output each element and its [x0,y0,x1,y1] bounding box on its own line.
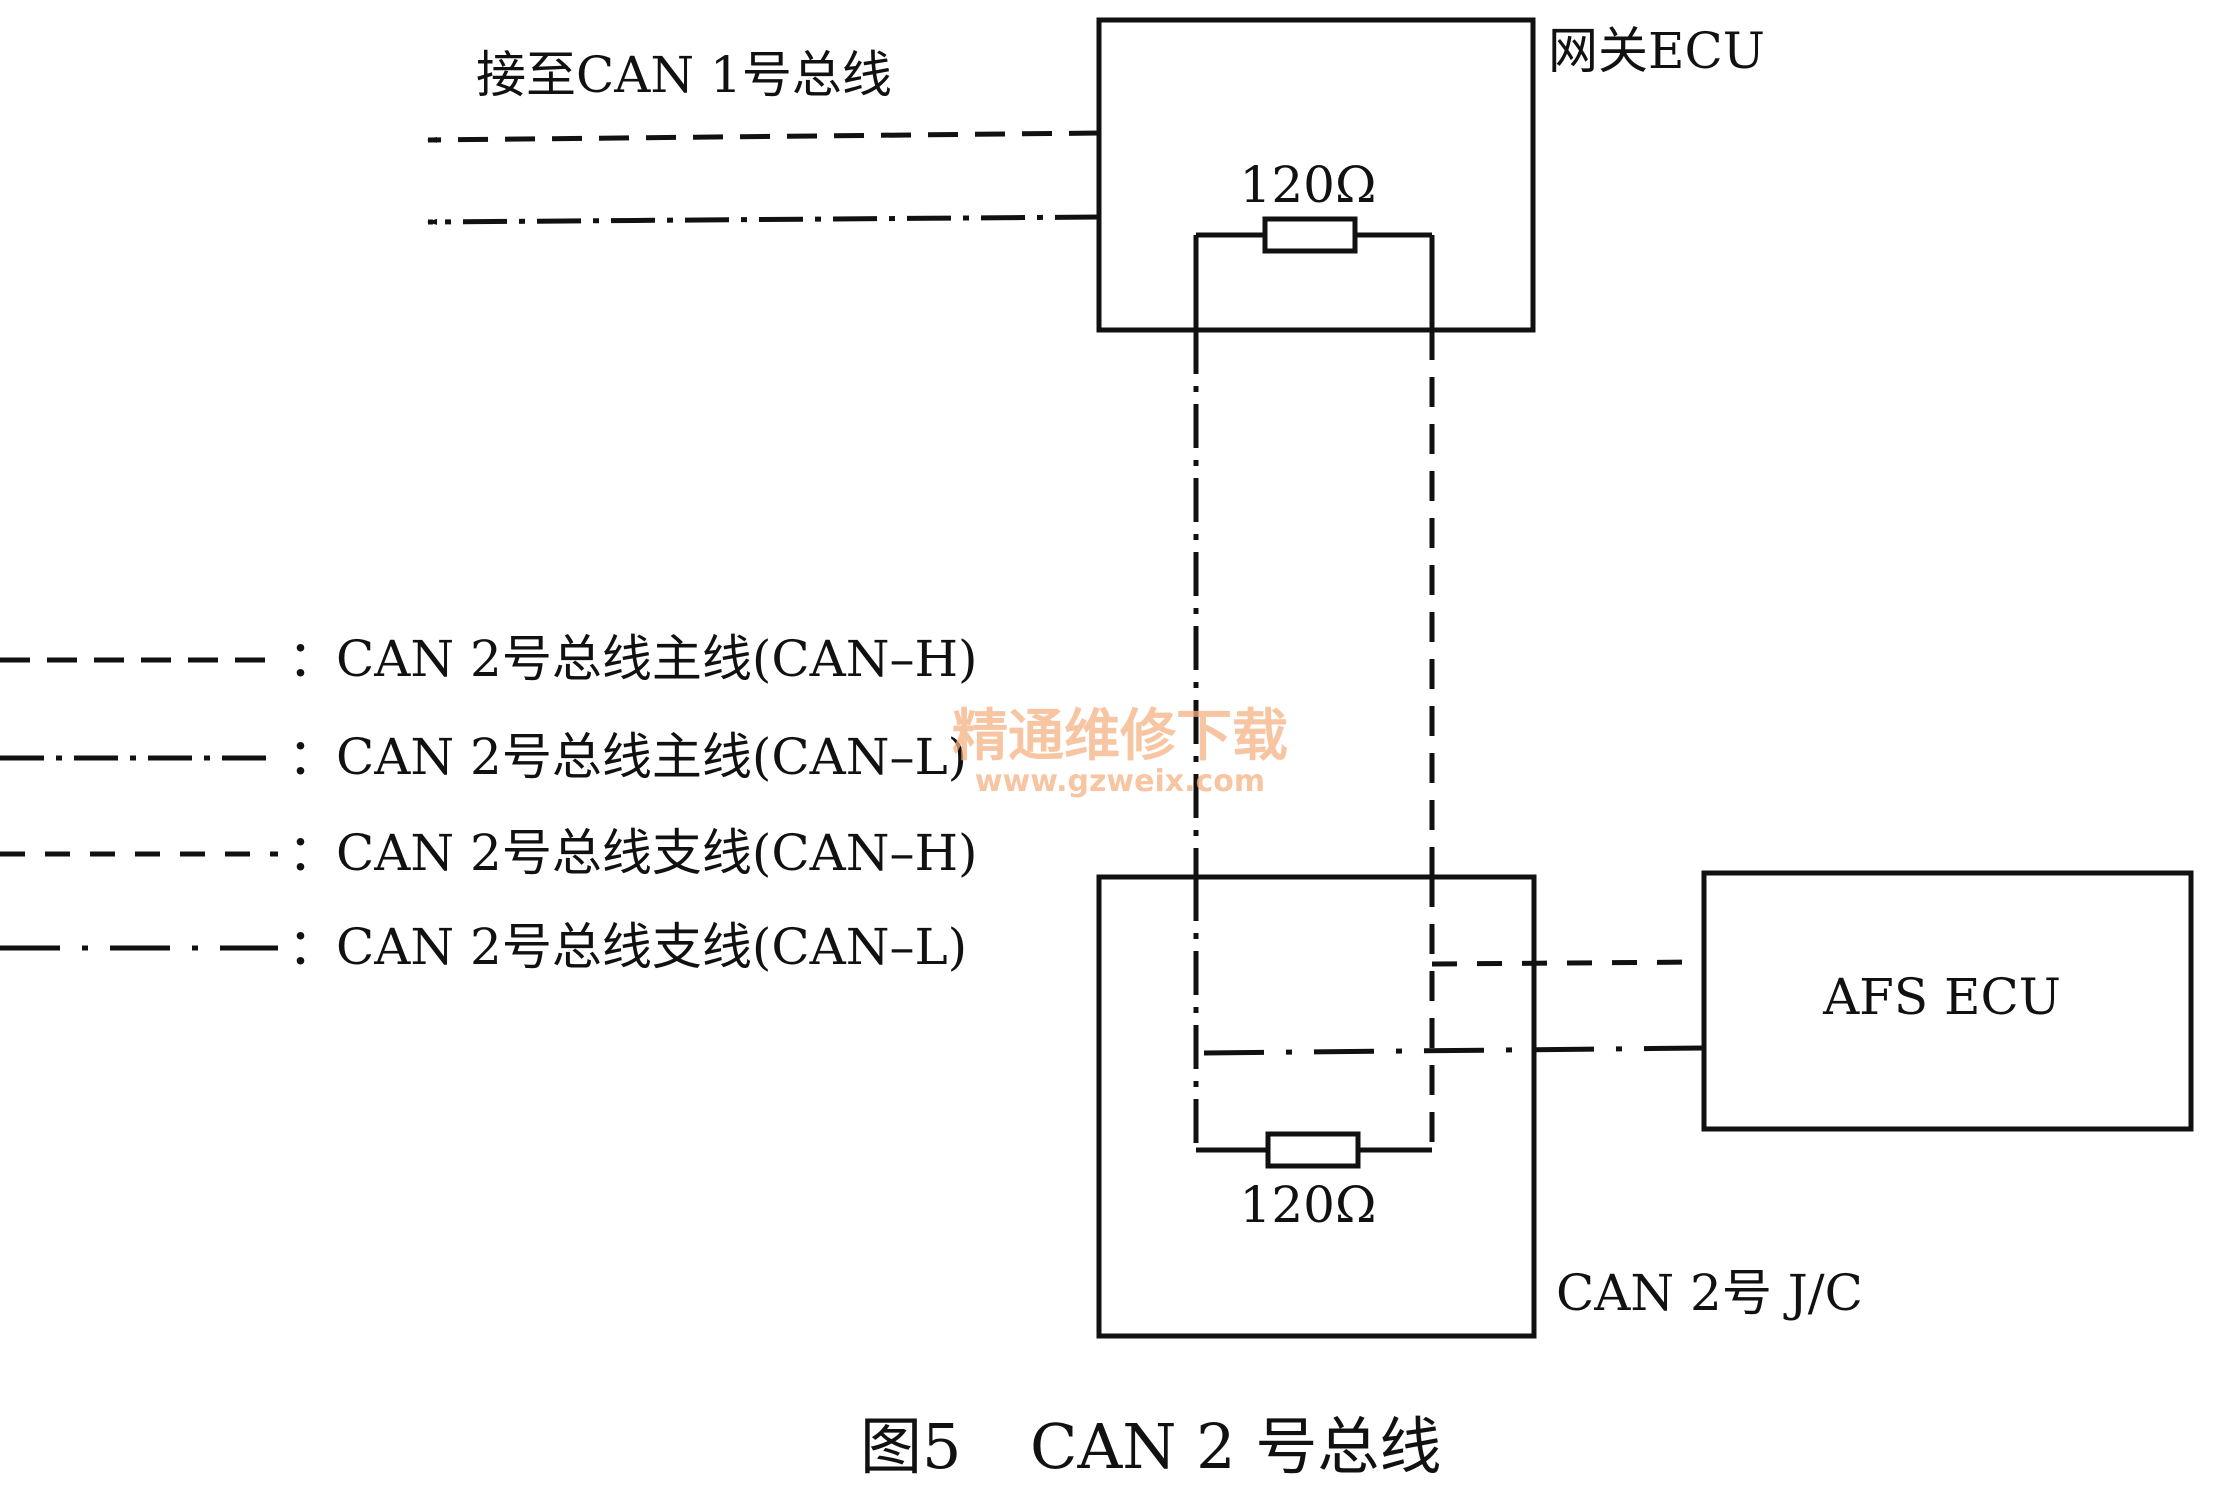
gateway-resistor-label: 120Ω [1240,156,1377,214]
afs-ecu-box [1701,870,2194,1132]
watermark-url: www.gzweix.com [975,764,1265,799]
figure-title: CAN 2 号总线 [1030,1410,1441,1483]
can1-note: 接至CAN 1号总线 [476,46,892,104]
legend-text-branch-can-h: CAN 2号总线支线(CAN–H) [336,824,978,882]
legend: ： CAN 2号总线主线(CAN–H) ： CAN 2号总线主线(CAN–L) … [0,630,978,976]
legend-text-main-can-h: CAN 2号总线主线(CAN–H) [336,630,978,688]
junction-connector-label: CAN 2号 J/C [1556,1264,1863,1322]
legend-text-main-can-l: CAN 2号总线主线(CAN–L) [336,728,967,786]
legend-separator: ： [288,630,338,688]
legend-text-branch-can-l: CAN 2号总线支线(CAN–L) [336,918,967,976]
gateway-terminating-resistor [1262,216,1358,254]
can1-h-connection-arrow [427,130,1100,143]
legend-separator: ： [288,728,338,786]
watermark-text: 精通维修下载 [952,704,1288,769]
branch-line-can-l [1203,1045,1705,1056]
junction-connector-box [1096,874,1537,1339]
figure-number: 图5 [860,1410,961,1483]
branch-line-can-h [1431,959,1705,967]
legend-separator: ： [288,918,338,976]
legend-separator: ： [288,824,338,882]
afs-ecu-label: AFS ECU [1822,968,2061,1026]
junction-resistor-label: 120Ω [1240,1176,1377,1234]
can1-l-connection-arrow [427,214,1100,225]
junction-terminating-resistor [1265,1131,1361,1169]
gateway-ecu-box [1096,17,1536,333]
gateway-ecu-label: 网关ECU [1548,22,1765,80]
